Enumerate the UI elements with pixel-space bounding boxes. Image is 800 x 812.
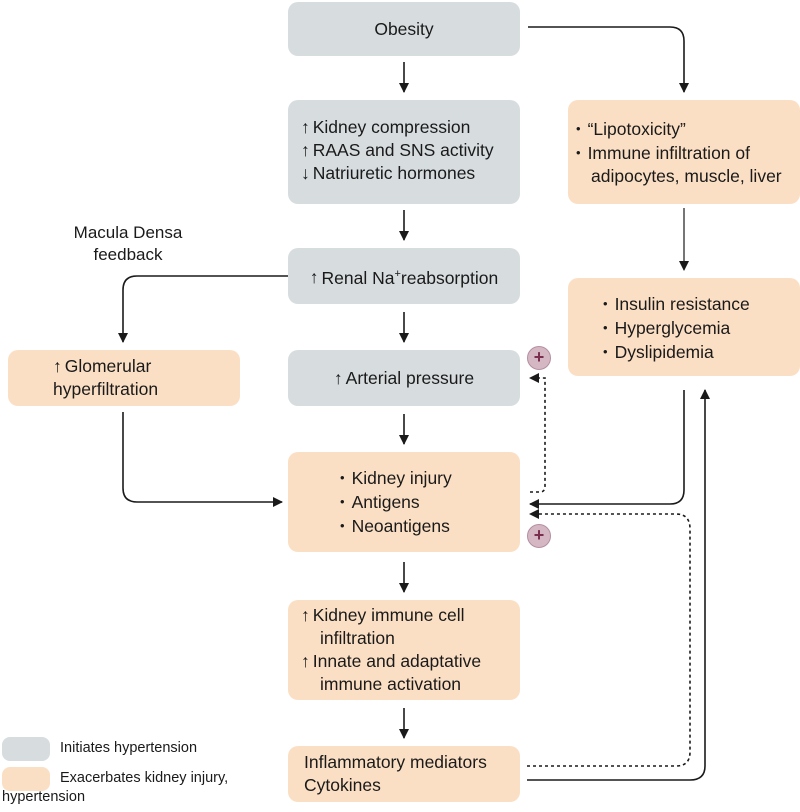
mechanism-text: RAAS and SNS activity: [301, 140, 494, 160]
lipotoxicity-item: Immune infiltration of: [576, 141, 800, 165]
mechanism-item: RAAS and SNS activity: [301, 139, 520, 162]
macula-densa-label: Macula Densa feedback: [52, 222, 204, 266]
immune-line: infiltration: [320, 628, 395, 648]
inflammatory-line: Cytokines: [304, 775, 381, 795]
immune-line: Innate and adaptative: [301, 650, 520, 673]
plus-badge: +: [527, 524, 551, 548]
glomerular-line: hyperfiltration: [53, 379, 159, 399]
arrow-obesity-to-lipotoxicity: [528, 26, 689, 93]
arrow-glomerular-to-injury: [122, 412, 283, 507]
renal-na-text: Renal Na: [321, 267, 395, 288]
arterial-pressure-label: Arterial pressure: [334, 367, 474, 390]
mechanism-text: Natriuretic hormones: [301, 163, 475, 183]
lipotoxicity-item: “Lipotoxicity”: [576, 117, 800, 141]
macula-densa-line: feedback: [93, 245, 163, 264]
mechanism-item: upKidney compression: [301, 116, 520, 139]
metabolic-item: Hyperglycemia: [603, 316, 800, 340]
lipotoxicity-item: adipocytes, muscle, liver: [591, 166, 782, 186]
kidney-injury-item: Antigens: [340, 490, 520, 514]
inflammatory-line: Inflammatory mediators: [304, 752, 487, 772]
metabolic-item: Insulin resistance: [603, 292, 800, 316]
renal-na-box: Renal Na+reabsorption: [288, 248, 520, 304]
obesity-box: Obesity: [288, 2, 520, 56]
mechanisms-box: upKidney compression RAAS and SNS activi…: [288, 100, 520, 204]
glomerular-line: Glomerular: [53, 355, 240, 378]
arterial-pressure-box: Arterial pressure: [288, 350, 520, 406]
kidney-injury-item: Kidney injury: [340, 466, 520, 490]
arrow-metabolic-to-injury: [529, 390, 685, 509]
metabolic-box: Insulin resistance Hyperglycemia Dyslipi…: [568, 278, 800, 376]
mechanism-item: Natriuretic hormones: [301, 162, 520, 185]
sodium-charge: +: [394, 267, 401, 280]
immune-box: Kidney immune cell infiltration Innate a…: [288, 600, 520, 700]
immune-line: immune activation: [320, 674, 462, 694]
renal-na-label: Renal Na+reabsorption: [310, 263, 499, 290]
legend-label-initiates: Initiates hypertension: [60, 740, 198, 756]
kidney-injury-box: Kidney injury Antigens Neoantigens: [288, 452, 520, 552]
arrow-inflammatory-to-metabolic: [527, 389, 710, 781]
mechanism-text: Kidney compression: [301, 117, 470, 137]
legend-line: hypertension: [2, 789, 86, 805]
kidney-injury-item: Neoantigens: [340, 514, 520, 538]
glomerular-box: Glomerular hyperfiltration: [8, 350, 240, 406]
legend-swatch-exacerbates: [2, 767, 50, 791]
lipotoxicity-box: “Lipotoxicity” Immune infiltration of ad…: [568, 100, 800, 204]
macula-densa-line: Macula Densa: [73, 223, 183, 242]
plus-badge: +: [527, 346, 551, 370]
legend-line: Exacerbates kidney injury,: [60, 770, 229, 786]
metabolic-item: Dyslipidemia: [603, 340, 800, 364]
renal-na-text: reabsorption: [400, 267, 499, 288]
dashed-inflammatory-to-injury: [527, 509, 691, 767]
legend-swatch-initiates: [2, 737, 50, 761]
arrow-macula-densa-feedback: [118, 275, 288, 343]
immune-line: Kidney immune cell: [301, 604, 520, 627]
obesity-label: Obesity: [374, 18, 434, 39]
legend-label-exacerbates: Exacerbates kidney injury, hypertension: [2, 769, 229, 807]
inflammatory-box: Inflammatory mediators Cytokines: [288, 746, 520, 802]
dashed-injury-to-arterial: [529, 373, 546, 493]
